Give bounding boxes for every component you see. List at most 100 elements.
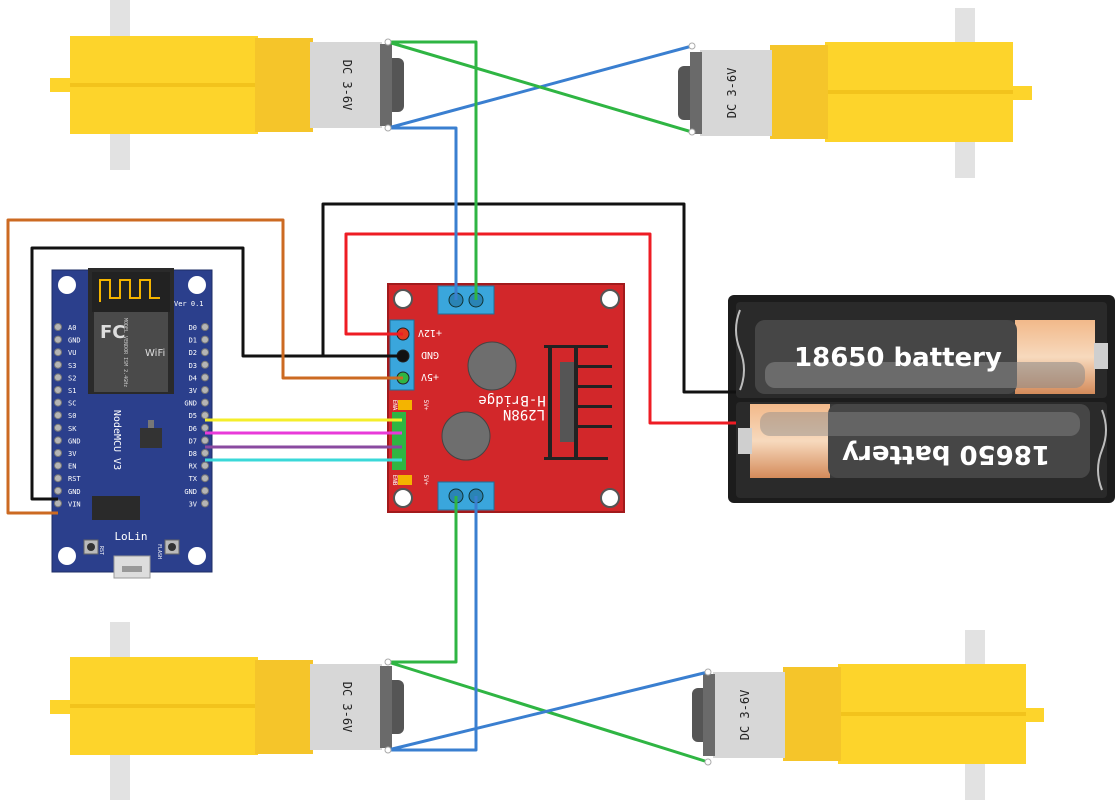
wire-blue-bottom [386,496,709,752]
pin-5v-label: +5V [421,371,439,382]
rst-button-label: RST [98,546,104,555]
pin-label-right: GND [184,488,197,496]
pin-pad [54,323,62,331]
l298n-driver: +12V GND +5V L298N H-Bridge ENA ENB 5V+ … [387,283,625,513]
pin-pad [201,411,209,420]
pin-label-left: S0 [68,412,76,420]
pin-pad [201,486,209,495]
pin-pad [201,449,209,457]
motor-label: DC 3-6V [340,682,354,733]
pin-label-right: D8 [189,450,197,458]
pin-label-left: S2 [68,374,76,382]
pin-label-right: D3 [189,362,197,370]
pin-label-left: 3V [68,450,77,458]
fcc-logo: FC [100,322,126,343]
pin-label-right: D7 [189,437,197,445]
pin-label-right: D0 [189,324,197,332]
pin-12v-label: +12V [418,327,442,338]
brand-label: LoLin [114,530,147,543]
pin-label-right: 3V [189,500,198,508]
pin-pad [54,486,62,495]
jumper-label: 5V+ [422,400,429,411]
motor-label: DC 3-6V [340,60,354,111]
motor-bottom-right: DC 3-6V [692,630,1044,800]
pin-gnd-label: GND [421,349,439,360]
motor-label: DC 3-6V [725,68,739,119]
pin-label-left: GND [68,437,81,445]
motor-label: DC 3-6V [738,690,752,741]
chip-label: L298N [503,406,545,422]
version-label: Ver 0.1 [174,300,204,308]
pin-pad [54,436,62,445]
pin-label-left: VU [68,349,76,357]
enb-label: ENB [391,475,398,486]
pin-pad [201,335,209,344]
pin-label-right: D1 [189,337,197,345]
battery-cell-2-label: 18650 battery [842,439,1050,469]
motor-top-left: DC 3-6V [50,0,404,170]
pin-label-right: RX [189,463,198,471]
pin-pad [54,373,62,382]
pin-pad [201,461,209,470]
pin-label-left: EN [68,463,76,471]
module-label: NodeMCU V3 [111,410,122,470]
pin-label-right: GND [184,400,197,408]
wire-green-bottom [386,496,709,764]
pin-pad [54,499,62,508]
pin-label-left: GND [68,337,81,345]
pin-label-left: GND [68,488,81,496]
pin-pad [54,398,62,407]
pin-pad [54,461,62,470]
pin-pad [54,348,62,357]
wire-red-battery [344,232,736,425]
pin-label-left: A0 [68,324,76,332]
module-text-line: MODEL VENDOR ISM 2.4GHz [122,318,128,387]
pin-pad [201,386,209,394]
pin-pad [54,386,62,394]
pin-label-left: S3 [68,362,76,370]
jumper-label: 5V+ [422,475,429,486]
pin-pad [54,423,62,432]
pin-label-left: VIN [68,500,81,508]
pin-pad [201,474,209,483]
pin-pad [54,474,62,483]
pin-pad [201,436,209,445]
pin-label-right: TX [189,475,198,483]
wire-blue-top [386,44,693,300]
battery-cell-1: 18650 battery [755,320,1108,394]
title-label: H-Bridge [478,392,545,408]
pin-pad [201,398,209,407]
pin-pad [54,360,62,369]
pin-pad [201,373,209,382]
motor-top-right: DC 3-6V [678,8,1032,178]
battery-holder: 18650 battery 18650 battery [728,295,1115,503]
ena-label: ENA [391,400,398,411]
wires [6,38,736,766]
pin-pad [201,323,209,331]
pin-label-right: D6 [189,425,197,433]
pin-pad [201,499,209,508]
pin-label-right: D2 [189,349,197,357]
pin-label-right: D4 [189,374,197,382]
wire-green-top [386,40,693,300]
pin-pad [54,449,62,457]
pin-label-right: 3V [189,387,198,395]
wire-black-nodemcu [30,246,403,501]
pin-label-right: D5 [189,412,197,420]
wifi-logo: WiFi [145,348,165,359]
pin-pad [201,360,209,369]
motor-bottom-left: DC 3-6V [50,622,404,800]
pin-label-left: SC [68,400,76,408]
pin-pad [54,335,62,344]
module-text: MODEL VENDOR ISM 2.4GHz [122,318,128,387]
flash-button-label: FLASH [156,544,162,559]
pin-pad [54,411,62,420]
pin-label-left: SK [68,425,77,433]
pin-pad [201,423,209,432]
nodemcu-board: FC WiFi MODEL VENDOR ISM 2.4GHz Ver 0.1 … [51,268,213,579]
wire-orange-nodemcu [6,218,403,515]
battery-cell-1-label: 18650 battery [794,343,1002,373]
pin-label-left: S1 [68,387,76,395]
pin-label-left: RST [68,475,81,483]
